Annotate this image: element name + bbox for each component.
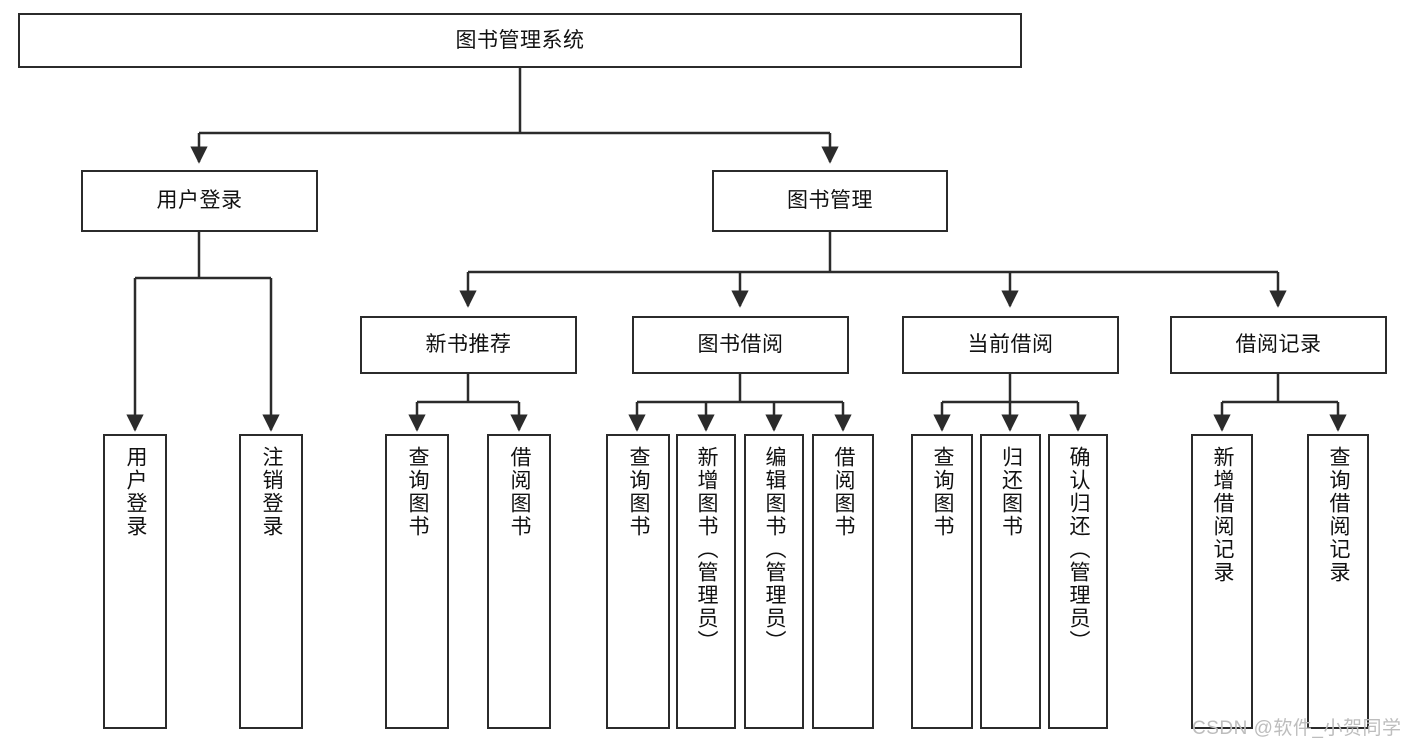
leaf-user-login[interactable]: 用户登录: [103, 434, 167, 729]
leaf-return-book[interactable]: 归还图书: [980, 434, 1041, 729]
leaf-confirm-return-admin[interactable]: 确认归还（管理员）: [1048, 434, 1108, 729]
node-book-borrow[interactable]: 图书借阅: [632, 316, 849, 374]
node-label: 借阅图书: [832, 446, 856, 538]
node-label: 用户登录: [124, 446, 148, 538]
node-label: 查询图书: [627, 446, 651, 538]
node-label: 查询借阅记录: [1327, 446, 1351, 584]
csdn-watermark: CSDN @软件_小贺同学: [1192, 718, 1402, 739]
node-label: 新书推荐: [425, 333, 512, 357]
leaf-add-borrow-record[interactable]: 新增借阅记录: [1191, 434, 1253, 729]
node-label: 编辑图书（管理员）: [763, 446, 787, 653]
node-book-management[interactable]: 图书管理: [712, 170, 948, 232]
node-label: 借阅图书: [508, 446, 532, 538]
node-current-borrow[interactable]: 当前借阅: [902, 316, 1119, 374]
node-label: 借阅记录: [1235, 333, 1322, 357]
leaf-borrow-book-2[interactable]: 借阅图书: [812, 434, 874, 729]
node-label: 图书管理: [787, 189, 873, 213]
node-label: 图书管理系统: [455, 28, 585, 52]
leaf-query-book-1[interactable]: 查询图书: [385, 434, 449, 729]
node-label: 新增借阅记录: [1211, 446, 1235, 584]
node-label: 查询图书: [931, 446, 955, 538]
node-label: 用户登录: [156, 189, 243, 213]
node-label: 查询图书: [406, 446, 430, 538]
node-new-book-recommend[interactable]: 新书推荐: [360, 316, 577, 374]
leaf-query-book-3[interactable]: 查询图书: [911, 434, 973, 729]
node-label: 确认归还（管理员）: [1067, 446, 1091, 653]
node-label: 归还图书: [999, 446, 1023, 538]
leaf-add-book-admin[interactable]: 新增图书（管理员）: [676, 434, 736, 729]
leaf-edit-book-admin[interactable]: 编辑图书（管理员）: [744, 434, 804, 729]
node-user-login[interactable]: 用户登录: [81, 170, 318, 232]
node-label: 当前借阅: [967, 333, 1054, 357]
node-borrow-record[interactable]: 借阅记录: [1170, 316, 1387, 374]
node-label: 新增图书（管理员）: [695, 446, 719, 653]
node-book-management-system[interactable]: 图书管理系统: [18, 13, 1022, 68]
node-label: 图书借阅: [697, 333, 784, 357]
leaf-query-book-2[interactable]: 查询图书: [606, 434, 670, 729]
leaf-logout-login[interactable]: 注销登录: [239, 434, 303, 729]
node-label: 注销登录: [260, 446, 284, 538]
leaf-borrow-book-1[interactable]: 借阅图书: [487, 434, 551, 729]
leaf-query-borrow-record[interactable]: 查询借阅记录: [1307, 434, 1369, 729]
